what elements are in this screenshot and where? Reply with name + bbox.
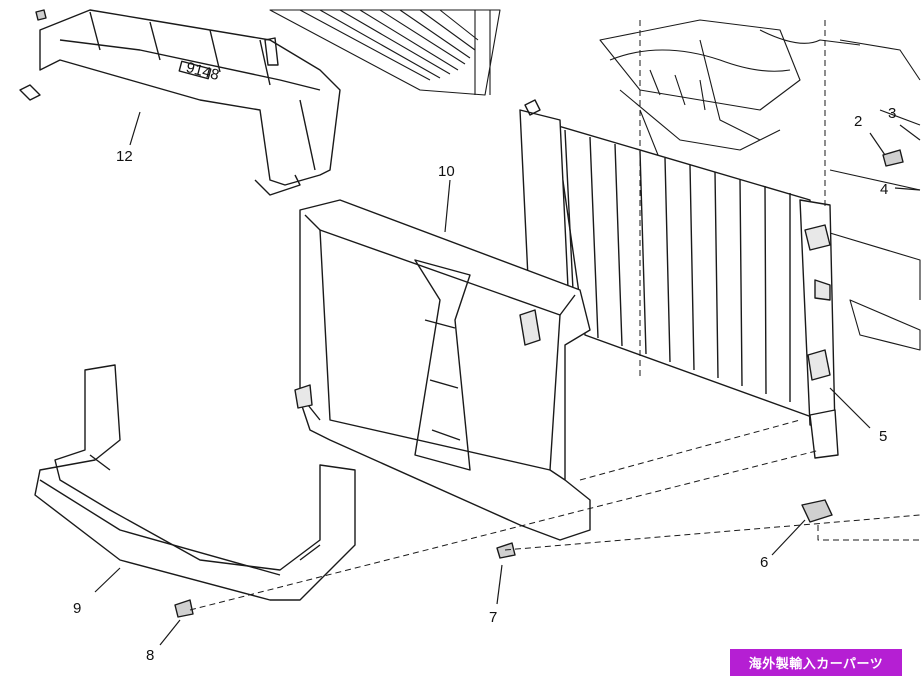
watermark-badge: 海外製輸入カーパーツ xyxy=(730,649,902,676)
callout-6: 6 xyxy=(760,554,768,571)
callout-4: 4 xyxy=(880,181,888,198)
callout-12: 12 xyxy=(116,148,133,165)
callout-5: 5 xyxy=(879,428,887,445)
upper-condenser-partial xyxy=(269,9,501,96)
leader-lines xyxy=(94,111,921,646)
alignment-lines xyxy=(189,20,921,611)
lower-air-deflector xyxy=(34,364,356,601)
callout-labels: 12 10 9 8 7 6 5 4 2 3 xyxy=(73,105,896,664)
isolator-6-icon xyxy=(801,499,833,523)
callout-3: 3 xyxy=(888,105,896,122)
callout-2: 2 xyxy=(854,113,862,130)
callout-8: 8 xyxy=(146,647,154,664)
bolt-2-icon xyxy=(882,149,904,167)
callout-7: 7 xyxy=(489,609,497,626)
callout-9: 9 xyxy=(73,600,81,617)
radiator xyxy=(519,99,839,459)
radiator-support-frame xyxy=(294,199,591,541)
bolt-7-icon xyxy=(496,542,516,559)
bolt-8-icon xyxy=(174,599,194,618)
callout-10: 10 xyxy=(438,163,455,180)
upper-air-baffle xyxy=(19,9,341,196)
screw-icon xyxy=(35,9,47,21)
